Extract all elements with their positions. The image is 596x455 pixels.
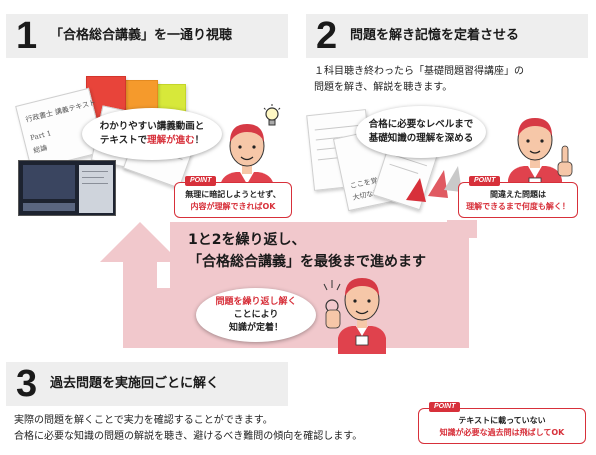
step1-point-tag: POINT [185,176,217,186]
step2-title: 問題を解き記憶を定着させる [350,28,520,43]
step2-desc-line2: 問題を解き、解説を聴きます。 [314,82,453,93]
step3-number: 3 [16,363,38,405]
step1-point-box: POINT 無理に暗記しようとせず、 内容が理解できればOK [174,176,292,218]
textbook-part: Part 1 [29,129,53,143]
step3-header [6,362,288,406]
lecture-video [18,160,116,216]
loop-person [323,278,386,354]
step2-point-line2: 理解できるまで何度も解く！ [466,202,570,211]
step1-header [6,14,288,58]
step1-bubble-line1: わかりやすい講義動画と [99,121,205,132]
step2-bubble-line2: 基礎知識の理解を深める [368,133,474,144]
step1-bubble-line2: テキストで理解が進む！ [99,135,205,146]
loop-line2: 「合格総合講義」を最後まで進めます [188,254,426,270]
step2-point-tag: POINT [469,176,501,186]
step3-point-tag: POINT [429,402,461,412]
red-accent-marks [406,166,462,202]
step2-bubble: 合格に必要なレベルまで 基礎知識の理解を深める [356,106,486,158]
step1-point-line2: 内容が理解できればOK [190,202,276,211]
step3-point-line1: テキストに載っていない [458,416,546,425]
step2-bubble-line1: 合格に必要なレベルまで [368,119,474,130]
step3-desc-line1: 実際の問題を解くことで実力を確認することができます。 [14,415,273,426]
step2-point-line1: 間違えた問題は [490,190,546,199]
lightbulb-icon [263,104,281,126]
loop-bubble-line3: 知識が定着！ [228,322,283,333]
step1-title: 「合格総合講義」を一通り視聴 [50,28,233,43]
step1-point-line1: 無理に暗記しようとせず、 [185,190,281,199]
step3-desc-line2: 合格に必要な知識の問題の解説を聴き、避けるべき難問の傾向を確認します。 [14,431,363,442]
step3-title: 過去問題を実施回ごとに解く [50,376,220,391]
loop-bubble-highlight: 問題を繰り返し解く [215,296,297,307]
textbook-sub: 総論 [32,143,49,155]
step3-point-line2: 知識が必要な過去問は飛ばしてOK [439,428,565,437]
step2-point-box: POINT 間違えた問題は 理解できるまで何度も解く！ [458,176,578,218]
step2-header [306,14,588,58]
step3-point-box: POINT テキストに載っていない 知識が必要な過去問は飛ばしてOK [418,402,586,444]
textbook-heading: 行政書士 講義テキスト [24,98,97,124]
loop-bubble-line2: ことにより [233,309,279,320]
step2-number: 2 [316,15,338,57]
loop-line1: 1と2を繰り返し、 [188,232,306,248]
step2-desc-line1: １科目聴き終わったら「基礎問題習得講座」の [314,66,524,77]
step1-number: 1 [16,15,38,57]
loop-bubble: 問題を繰り返し解く ことにより 知識が定着！ [196,288,316,342]
step1-bubble: わかりやすい講義動画と テキストで理解が進む！ [82,108,222,160]
